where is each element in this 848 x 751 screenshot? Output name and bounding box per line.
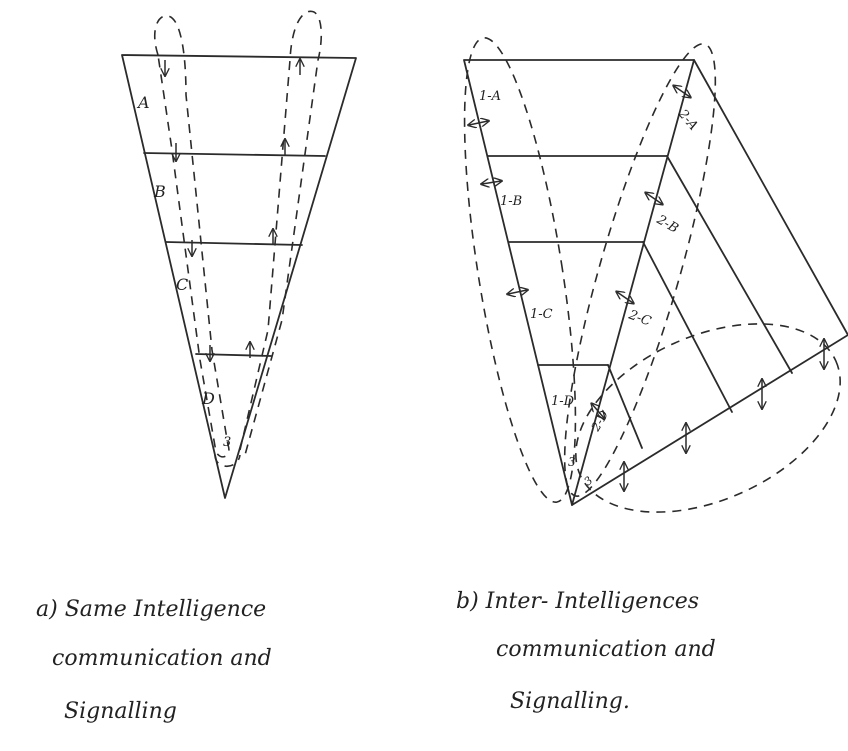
side-divider-1 [666,155,793,374]
dashed-ellipse-front [463,37,577,503]
dashed-ellipse-base [575,323,841,513]
signal-loop-up [239,10,323,456]
apex-label-b-1: 3 [568,455,576,469]
caption-b-line-1: b) Inter- Intelligences [456,589,699,614]
side-level-label-2a: 2-A [674,106,700,133]
caption-b-line-3: Signalling. [510,689,630,714]
caption-b-line-2: communication and [496,637,716,662]
apex-label-b-2: 3 [582,474,596,488]
diagram-a-same-intelligence: A B C D 3 [121,10,357,499]
front-level-label-1d: 1-D [551,394,575,409]
level-label-c: C [176,275,188,294]
level-divider-a-3 [195,353,272,357]
bidir-arrow-1c [508,290,527,294]
front-level-label-1b: 1-B [500,194,522,209]
front-level-label-1a: 1-A [479,89,501,104]
cone-b-front-outline [463,59,695,506]
bidir-arrow-2c [617,292,633,303]
caption-a-line-3: Signalling [64,699,177,724]
level-label-b: B [153,182,166,201]
caption-a: a) Same Intelligence communication and S… [36,597,272,724]
caption-a-line-2: communication and [52,646,272,671]
level-label-a: A [136,93,150,112]
level-divider-a-1 [143,152,326,157]
side-level-label-2d: 2-D [588,408,611,435]
cone-b-side-outline [571,59,848,506]
diagram-b-inter-intelligences: 1-A 1-B 1-C 1-D 2-A 2-B 2-C 2-D 3 3 [463,37,848,513]
bidir-arrow-2d [592,404,604,418]
side-level-label-2c: 2-C [626,307,653,329]
level-label-d: D [201,389,215,408]
caption-a-line-1: a) Same Intelligence [36,597,266,622]
caption-b: b) Inter- Intelligences communication an… [456,589,716,714]
dashed-ellipse-side [563,43,717,497]
front-level-label-1c: 1-C [530,307,553,322]
side-level-label-2b: 2-B [653,212,681,237]
bidir-arrow-1b [482,181,501,184]
bidir-arrow-1a [469,121,488,125]
signal-loop-apex [214,454,241,468]
side-divider-2 [642,241,733,413]
side-divider-3 [607,364,643,449]
apex-label-a: 3 [223,435,231,450]
bidir-arrow-2b [646,193,662,204]
bidir-arrow-2a [674,86,690,97]
signal-loop-down [153,15,230,458]
level-divider-a-2 [165,241,303,246]
cone-a-outline [121,54,357,499]
